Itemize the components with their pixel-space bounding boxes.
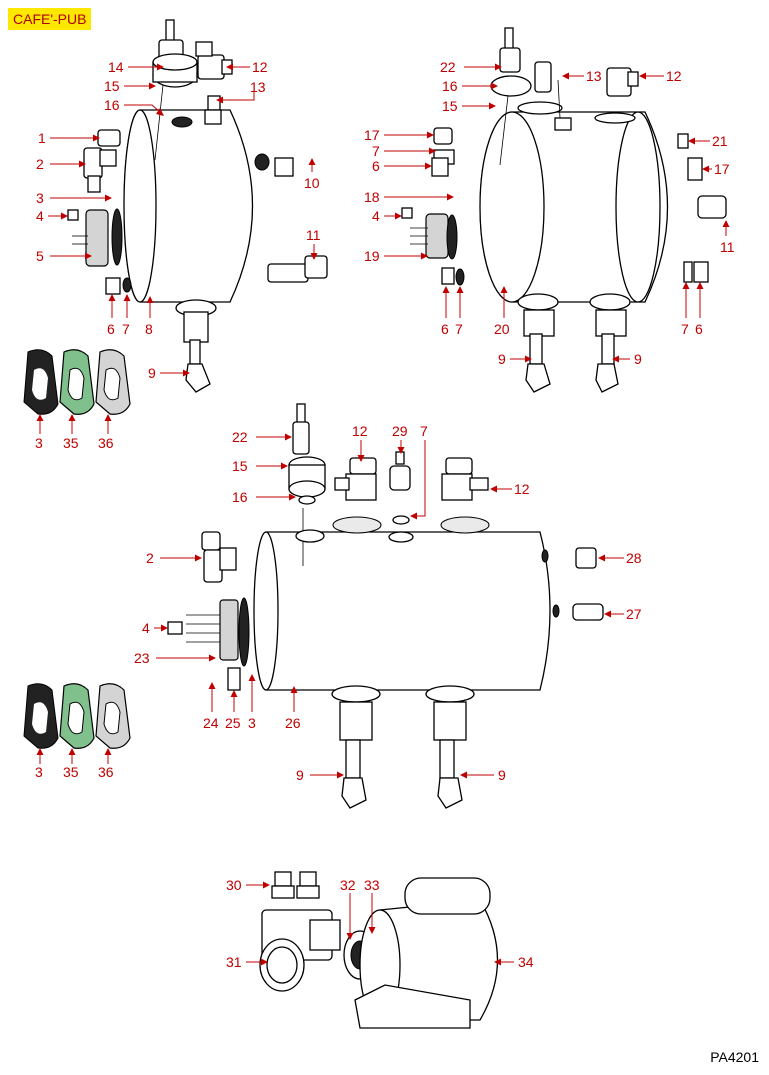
callout-label: 6 xyxy=(107,321,115,337)
callout-label: 9 xyxy=(634,351,642,367)
callout-label: 10 xyxy=(304,175,320,191)
callout-label: 7 xyxy=(122,321,130,337)
callout-labels: 14 12 15 13 16 1 2 10 3 4 11 5 6 7 8 9 2… xyxy=(35,59,735,970)
callout-label: 13 xyxy=(250,79,266,95)
callout-label: 12 xyxy=(252,59,268,75)
callout-label: 16 xyxy=(442,78,458,94)
callout-label: 4 xyxy=(372,208,380,224)
callout-label: 17 xyxy=(714,161,730,177)
callout-label: 32 xyxy=(340,877,356,893)
callout-label: 22 xyxy=(440,59,456,75)
callout-label: 3 xyxy=(35,764,43,780)
callout-label: 34 xyxy=(518,954,534,970)
callout-label: 6 xyxy=(695,321,703,337)
callout-label: 2 xyxy=(146,550,154,566)
callout-label: 15 xyxy=(104,78,120,94)
callout-label: 7 xyxy=(420,423,428,439)
callout-label: 27 xyxy=(626,606,642,622)
callout-label: 3 xyxy=(35,435,43,451)
callout-label: 14 xyxy=(108,59,124,75)
callout-label: 25 xyxy=(225,715,241,731)
callout-label: 16 xyxy=(104,97,120,113)
callout-label: 3 xyxy=(36,190,44,206)
callout-label: 22 xyxy=(232,429,248,445)
gaskets-row-1 xyxy=(23,349,131,415)
callout-label: 4 xyxy=(36,208,44,224)
callout-label: 6 xyxy=(372,158,380,174)
callout-label: 1 xyxy=(38,130,46,146)
callout-label: 31 xyxy=(226,954,242,970)
callout-label: 9 xyxy=(498,767,506,783)
callout-label: 13 xyxy=(586,68,602,84)
callout-label: 30 xyxy=(226,877,242,893)
callout-label: 23 xyxy=(134,650,150,666)
gaskets-row-2 xyxy=(23,683,131,749)
callout-label: 12 xyxy=(666,68,682,84)
callout-label: 9 xyxy=(148,365,156,381)
boiler-a xyxy=(67,19,328,393)
callout-label: 9 xyxy=(296,767,304,783)
callout-label: 19 xyxy=(364,248,380,264)
callout-label: 35 xyxy=(63,435,79,451)
callout-label: 8 xyxy=(145,321,153,337)
model-badge: CAFE'-PUB xyxy=(8,8,92,30)
callout-label: 12 xyxy=(514,481,530,497)
callout-label: 17 xyxy=(364,127,380,143)
boiler-b xyxy=(401,27,727,393)
callout-label: 33 xyxy=(364,877,380,893)
callout-label: 26 xyxy=(285,715,301,731)
callout-label: 11 xyxy=(306,227,321,243)
callout-label: 28 xyxy=(626,550,642,566)
callout-label: 24 xyxy=(203,715,219,731)
callout-label: 6 xyxy=(441,321,449,337)
callout-label: 9 xyxy=(498,351,506,367)
callout-label: 7 xyxy=(455,321,463,337)
callout-label: 15 xyxy=(232,458,248,474)
callout-label: 16 xyxy=(232,489,248,505)
callout-label: 3 xyxy=(248,715,256,731)
callout-label: 11 xyxy=(720,239,735,255)
callout-label: 36 xyxy=(98,764,114,780)
callout-label: 5 xyxy=(36,248,44,264)
leader-lines xyxy=(36,63,730,966)
callout-label: 7 xyxy=(681,321,689,337)
callout-label: 7 xyxy=(372,143,380,159)
pump-assembly xyxy=(259,871,499,1029)
callout-label: 36 xyxy=(98,435,114,451)
callout-label: 4 xyxy=(142,620,150,636)
callout-label: 20 xyxy=(494,321,510,337)
callout-label: 29 xyxy=(392,423,408,439)
callout-label: 15 xyxy=(442,98,458,114)
drawing-code: PA4201 xyxy=(710,1049,759,1065)
callout-label: 2 xyxy=(36,156,44,172)
callout-label: 18 xyxy=(364,189,380,205)
callout-label: 21 xyxy=(712,133,728,149)
boiler-c xyxy=(167,403,604,809)
callout-label: 35 xyxy=(63,764,79,780)
callout-label: 12 xyxy=(352,423,368,439)
